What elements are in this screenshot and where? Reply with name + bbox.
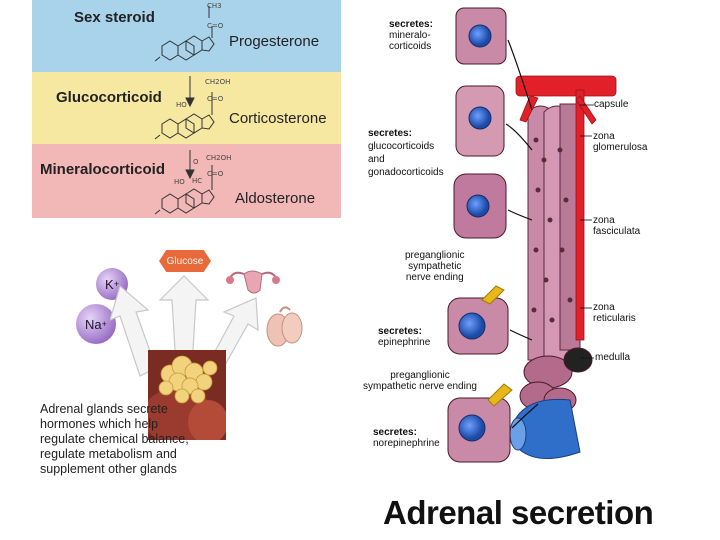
cell-norepinephrine-icon [447, 383, 513, 463]
testes-icon [266, 306, 303, 347]
aldosterone-hc: HC [192, 177, 203, 185]
potassium-symbol: K [105, 276, 114, 292]
zona-reticularis-label: zona reticularis [593, 302, 636, 324]
cell-mineralocorticoid-icon [455, 7, 507, 65]
cell-epinephrine-icon [447, 285, 509, 355]
aldosterone-o: O [193, 158, 199, 166]
zona-fasciculata-label: zona fasciculata [593, 215, 641, 237]
glucocorticoid-label: Glucocorticoid [56, 89, 162, 106]
secretes-mineralocorticoids-label: secretes: mineralo- corticoids [389, 19, 433, 52]
aldosterone-co: C=O [207, 170, 224, 178]
reproductive-organs-icon [226, 270, 280, 294]
steroid-structures [154, 6, 215, 215]
pointer-arrows [505, 39, 539, 429]
adrenal-cortex-illustration [447, 7, 617, 463]
aldosterone-ho: HO [174, 178, 185, 186]
aldosterone-ch2oh: CH2OH [206, 154, 232, 162]
glucocorticoid-band [32, 72, 341, 144]
progesterone-ch3: CH3 [207, 2, 222, 10]
sodium-ion-icon: Na+ [76, 304, 116, 344]
progesterone-co: C=O [207, 22, 224, 30]
aldosterone-structure-icon [154, 165, 215, 215]
corticosterone-co: C=O [207, 95, 224, 103]
sodium-charge: + [101, 319, 107, 329]
zona-glomerulosa-label: zona glomerulosa [593, 131, 648, 153]
illustration-caption: Adrenal glands secrete hormones which he… [40, 402, 189, 476]
capsule-label: capsule [594, 99, 629, 110]
cell-gonadocorticoid-icon [453, 173, 507, 239]
potassium-charge: + [113, 279, 119, 289]
preganglionic-label-2: preganglionic sympathetic nerve ending [363, 370, 477, 392]
secretes-glucocorticoids-label: secretes: glucocorticoids and gonadocort… [368, 128, 444, 178]
mineralocorticoid-band [32, 144, 341, 218]
sex-steroid-label: Sex steroid [74, 9, 155, 26]
mineralocorticoid-label: Mineralocorticoid [40, 161, 166, 178]
aldosterone-label: Aldosterone [235, 190, 316, 207]
secretes-norepinephrine-label: secretes: norepinephrine [373, 427, 440, 449]
vein-icon [509, 398, 581, 460]
adrenal-gland-on-kidney-icon [148, 350, 226, 440]
corticosterone-ch2oh: CH2OH [205, 78, 231, 86]
secretes-epinephrine-label: secretes: epinephrine [378, 326, 431, 348]
zona-column [527, 103, 581, 361]
medulla-label: medulla [595, 352, 631, 363]
artery-icon [515, 75, 617, 341]
sodium-symbol: Na [85, 316, 102, 332]
zone-leader-lines [580, 104, 594, 359]
cell-glucocorticoid-icon [455, 85, 505, 157]
corticosterone-ho: HO [176, 101, 187, 109]
diagram-title: Adrenal secretion [383, 494, 654, 531]
progesterone-label: Progesterone [229, 33, 320, 50]
corticosterone-label: Corticosterone [229, 110, 327, 127]
preganglionic-label-1: preganglionic sympathetic nerve ending [405, 250, 465, 283]
glucose-badge: Glucose [159, 250, 211, 272]
progesterone-structure-icon [154, 26, 215, 62]
corticosterone-structure-icon [154, 92, 215, 140]
